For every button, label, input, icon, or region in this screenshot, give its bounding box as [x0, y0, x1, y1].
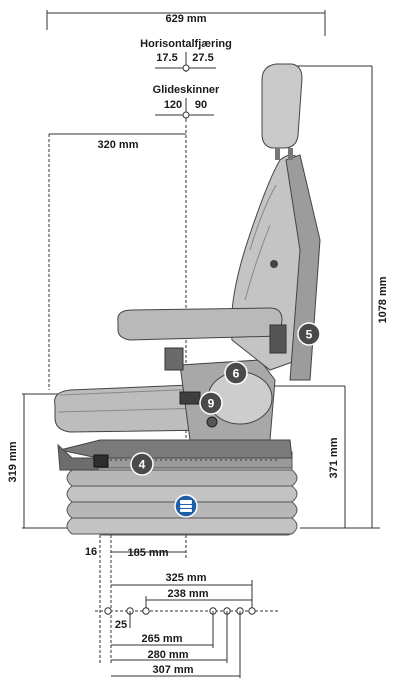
base-offset-label: 16	[85, 546, 97, 558]
slide-rails-title: Glideskinner	[153, 84, 220, 96]
seat-height-label: 371 mm	[328, 437, 340, 478]
total-height-dimension: 1078 mm	[289, 65, 389, 529]
svg-text:9: 9	[208, 397, 215, 411]
base-width-label: 185 mm	[128, 547, 169, 559]
headrest-offset-label: 320 mm	[98, 139, 139, 151]
horizontal-suspension-title: Horisontalfjæring	[140, 38, 232, 50]
slide-right-value: 90	[195, 99, 207, 111]
seat-height-dimension: 371 mm	[262, 385, 346, 528]
callout-4: 4	[130, 452, 154, 476]
horizontal-right-value: 27.5	[192, 52, 213, 64]
seat-illustration	[54, 63, 321, 536]
horizontal-suspension-dimension: Horisontalfjæring 17.5 27.5	[140, 38, 232, 72]
rail-265-label: 265 mm	[142, 633, 183, 645]
callout-9: 9	[199, 391, 223, 415]
svg-text:5: 5	[306, 328, 313, 342]
total-height-label: 1078 mm	[377, 276, 389, 323]
slide-left-value: 120	[164, 99, 182, 111]
callout-6: 6	[224, 361, 248, 385]
rail-325-label: 325 mm	[166, 572, 207, 584]
rail-238-label: 238 mm	[168, 588, 209, 600]
slide-rails-dimension: Glideskinner 120 90	[153, 84, 220, 122]
base-height-label: 319 mm	[7, 441, 19, 482]
rail-dimensions: 325 mm 238 mm 25 265 mm 280 mm 307 mm	[95, 572, 278, 678]
headrest	[261, 63, 303, 160]
base-height-dimension: 319 mm	[7, 393, 98, 529]
overall-width-label: 629 mm	[166, 13, 207, 25]
svg-text:4: 4	[139, 458, 146, 472]
rail-307-label: 307 mm	[153, 664, 194, 676]
air-suspension-icon	[174, 494, 198, 518]
svg-text:6: 6	[233, 367, 240, 381]
callout-5: 5	[297, 322, 321, 346]
rail-280-label: 280 mm	[148, 649, 189, 661]
armrest	[117, 307, 287, 354]
base-width-dimension: 16 185 mm	[85, 535, 186, 665]
horizontal-left-value: 17.5	[156, 52, 177, 64]
seat-cushion	[54, 384, 215, 433]
overall-width-dimension: 629 mm	[46, 10, 326, 36]
rail-25-label: 25	[115, 619, 127, 631]
